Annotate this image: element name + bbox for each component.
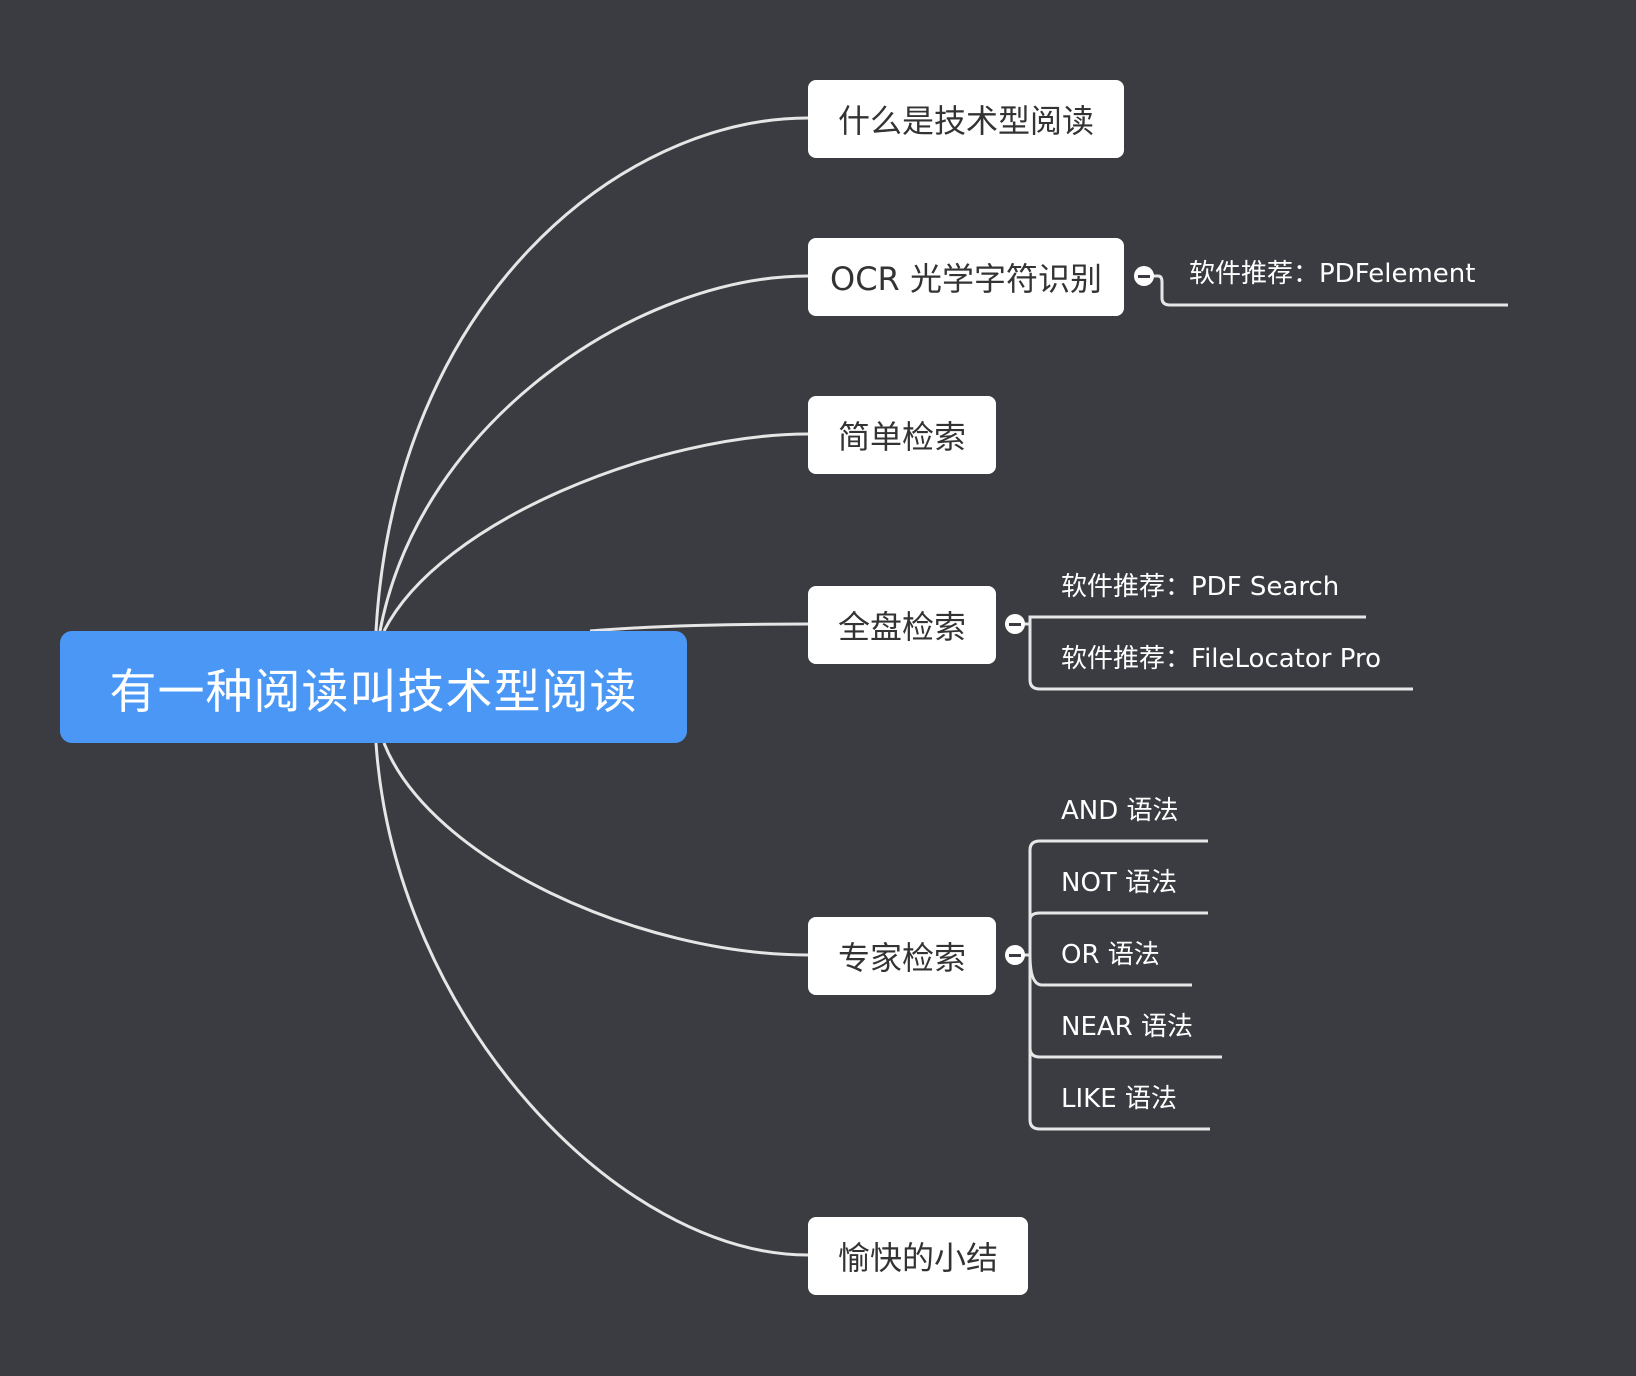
topic-full-disk-search[interactable]: 全盘检索 (808, 586, 996, 664)
subtopic-pdfelement[interactable]: 软件推荐：PDFelement (1189, 259, 1476, 289)
subtopic-not-syntax[interactable]: NOT 语法 (1061, 868, 1178, 898)
minus-circle-icon[interactable] (1005, 614, 1025, 634)
topic-ocr[interactable]: OCR 光学字符识别 (808, 238, 1124, 316)
link-root-topic-5 (382, 742, 809, 957)
minus-circle-icon[interactable] (1005, 945, 1025, 965)
subtopic-near-syntax[interactable]: NEAR 语法 (1061, 1012, 1193, 1042)
central-topic[interactable]: 有一种阅读叫技术型阅读 (60, 631, 687, 743)
subtopic-and-syntax[interactable]: AND 语法 (1061, 796, 1179, 826)
link-root-topic-6 (374, 742, 809, 1257)
topic-summary[interactable]: 愉快的小结 (808, 1217, 1028, 1295)
subtopic-like-syntax[interactable]: LIKE 语法 (1061, 1084, 1177, 1114)
subtopic-or-syntax[interactable]: OR 语法 (1061, 940, 1160, 970)
minus-circle-icon[interactable] (1134, 266, 1154, 286)
link-ocr-child (1144, 274, 1508, 307)
link-root-topic-1 (374, 116, 809, 632)
link-root-topic-4 (589, 622, 809, 633)
link-root-topic-3 (382, 432, 809, 632)
link-root-topic-2 (378, 274, 809, 632)
topic-what-is-technical-reading[interactable]: 什么是技术型阅读 (808, 80, 1124, 158)
subtopic-filelocator-pro[interactable]: 软件推荐：FileLocator Pro (1061, 644, 1381, 674)
subtopic-pdf-search[interactable]: 软件推荐：PDF Search (1061, 572, 1340, 602)
topic-expert-search[interactable]: 专家检索 (808, 917, 996, 995)
topic-simple-search[interactable]: 简单检索 (808, 396, 996, 474)
